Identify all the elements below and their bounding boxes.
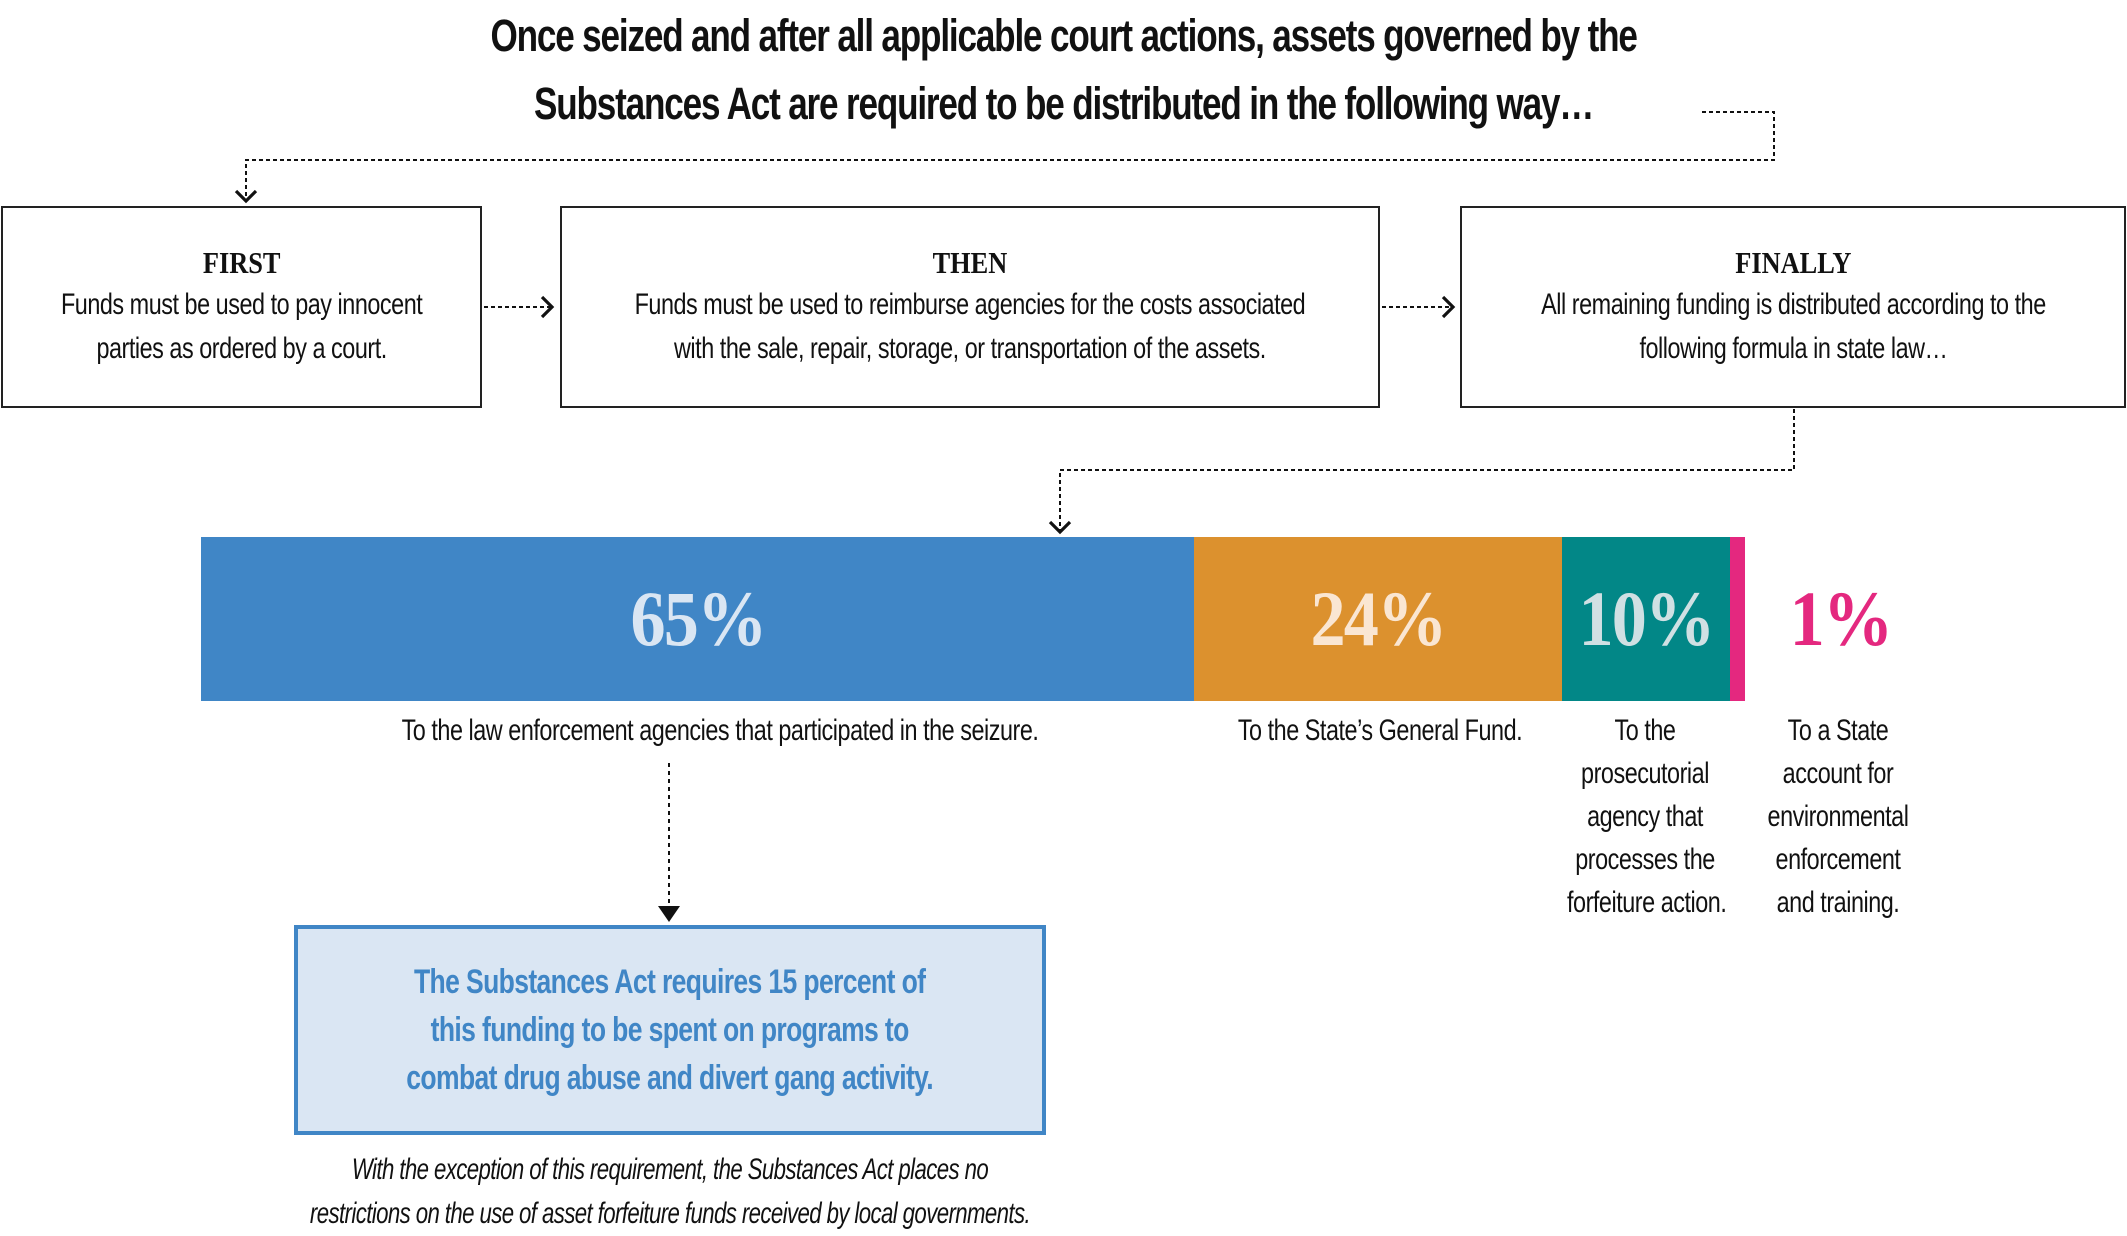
- title-line-1: Once seized and after all applicable cou…: [490, 10, 1637, 61]
- page-title: Once seized and after all applicable cou…: [234, 2, 1893, 138]
- step-line: Funds must be used to reimburse agencies…: [634, 288, 1306, 321]
- step-heading: FIRST: [202, 245, 281, 280]
- bar-segment-general-fund: 24%: [1194, 537, 1562, 701]
- callout-text: The Substances Act requires 15 percent o…: [407, 958, 934, 1102]
- label-line: forfeiture action.: [1567, 886, 1727, 919]
- percent-label: 1%: [1789, 575, 1892, 662]
- callout-line: this funding to be spent on programs to: [430, 1011, 910, 1049]
- percent-label: 10%: [1578, 575, 1716, 662]
- step-body: All remaining funding is distributed acc…: [1541, 283, 2046, 371]
- step-box-then: THEN Funds must be used to reimburse age…: [560, 206, 1380, 408]
- arrow-down-solid-icon: [658, 906, 680, 922]
- label-line: To a State: [1787, 714, 1889, 747]
- step-heading: THEN: [932, 245, 1008, 280]
- label-prosecutorial: To the prosecutorial agency that process…: [1567, 709, 1727, 924]
- step-line: All remaining funding is distributed acc…: [1540, 288, 2046, 321]
- callout-line: combat drug abuse and divert gang activi…: [406, 1059, 934, 1097]
- label-line: and training.: [1776, 886, 1900, 919]
- step-line: Funds must be used to pay innocent: [60, 288, 423, 321]
- callout-box: The Substances Act requires 15 percent o…: [294, 925, 1046, 1135]
- step-heading: FINALLY: [1734, 245, 1852, 280]
- label-environmental: To a State account for environmental enf…: [1760, 709, 1916, 924]
- callout-line: The Substances Act requires 15 percent o…: [414, 963, 926, 1001]
- label-line: To the law enforcement agencies that par…: [401, 714, 1039, 747]
- bar-segment-law-enforcement: 65%: [201, 537, 1194, 701]
- step-line: following formula in state law…: [1638, 332, 1948, 365]
- step-box-finally: FINALLY All remaining funding is distrib…: [1460, 206, 2126, 408]
- bar-segment-prosecutorial: 10%: [1562, 537, 1730, 701]
- label-line: To the State’s General Fund.: [1237, 714, 1523, 747]
- title-line-2: Substances Act are required to be distri…: [533, 78, 1594, 129]
- step-line: parties as ordered by a court.: [96, 332, 387, 365]
- environmental-percent-wrapper: 1%: [1760, 537, 1920, 701]
- footnote-line: With the exception of this requirement, …: [351, 1153, 989, 1186]
- label-line: processes the: [1575, 843, 1715, 876]
- step-body: Funds must be used to pay innocent parti…: [60, 283, 423, 371]
- step-box-first: FIRST Funds must be used to pay innocent…: [1, 206, 482, 408]
- label-line: enforcement: [1775, 843, 1901, 876]
- label-line: account for: [1782, 757, 1894, 790]
- arrow-finally-to-bar: [1048, 409, 1795, 535]
- label-line: agency that: [1587, 800, 1703, 833]
- label-law-enforcement: To the law enforcement agencies that par…: [330, 709, 1110, 752]
- label-line: To the: [1614, 714, 1676, 747]
- percent-label: 24%: [1310, 575, 1448, 662]
- step-body: Funds must be used to reimburse agencies…: [635, 283, 1306, 371]
- bar-segment-environmental: [1730, 537, 1745, 701]
- footnote-line: restrictions on the use of asset forfeit…: [309, 1197, 1031, 1230]
- label-general-fund: To the State’s General Fund.: [1224, 709, 1536, 752]
- step-line: with the sale, repair, storage, or trans…: [674, 332, 1266, 365]
- label-line: environmental: [1767, 800, 1909, 833]
- percent-label: 65%: [630, 575, 767, 662]
- arrow-title-to-first: [234, 111, 1775, 204]
- footnote: With the exception of this requirement, …: [174, 1148, 1166, 1236]
- label-line: prosecutorial: [1581, 757, 1709, 790]
